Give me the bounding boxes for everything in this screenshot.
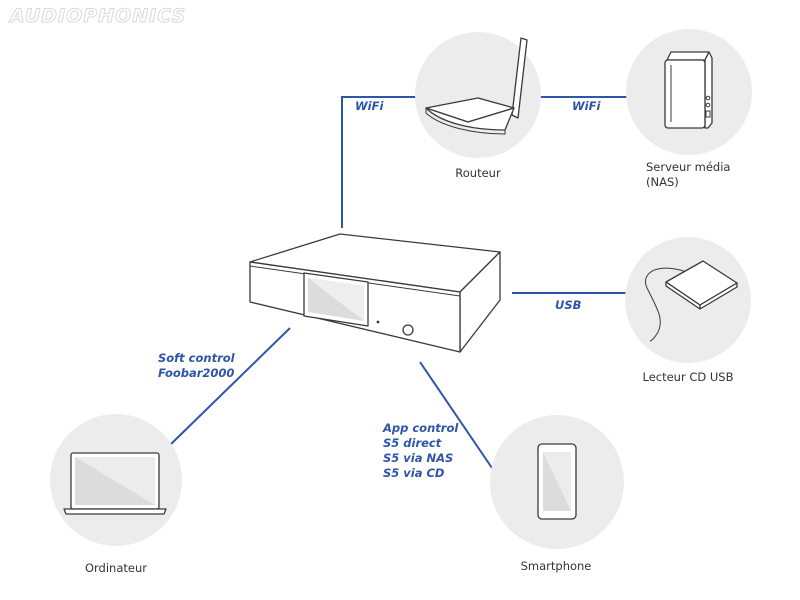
computer-node: Ordinateur [50, 414, 182, 575]
soft-control-line-2: Foobar2000 [158, 366, 234, 380]
cd-node: Lecteur CD USB [625, 237, 751, 384]
wifi-label-left: WiFi [355, 99, 384, 113]
brand-watermark: AUDIOPHONICS [8, 5, 186, 27]
streamer-device [249, 233, 501, 353]
app-control-line-3: S5 via NAS [383, 451, 453, 465]
router-icon [425, 37, 528, 135]
router-halo [415, 32, 541, 158]
smartphone-label: Smartphone [521, 559, 592, 573]
wifi-label-right: WiFi [572, 99, 601, 113]
router-label: Routeur [455, 166, 501, 180]
nas-node: Serveur média (NAS) [626, 29, 752, 189]
router-node: Routeur [415, 32, 541, 180]
nas-label-line-2: (NAS) [646, 175, 679, 189]
connections [169, 96, 628, 469]
computer-label: Ordinateur [85, 561, 147, 575]
power-led-icon [376, 320, 380, 324]
soft-control-label: Soft control Foobar2000 [158, 351, 239, 380]
app-control-label: App control S5 direct S5 via NAS S5 via … [382, 421, 462, 480]
app-control-line-2: S5 direct [383, 436, 442, 450]
laptop-icon [63, 452, 167, 515]
app-control-link [419, 361, 493, 469]
volume-knob-icon [402, 324, 414, 336]
cd-label: Lecteur CD USB [642, 370, 733, 384]
streamer-screen [303, 272, 369, 327]
app-control-line-4: S5 via CD [383, 466, 445, 480]
soft-control-line-1: Soft control [158, 351, 236, 365]
soft-control-link [169, 327, 291, 446]
nas-icon [664, 51, 713, 129]
smartphone-icon [537, 443, 577, 520]
cd-drive-icon [645, 260, 738, 342]
app-control-line-1: App control [382, 421, 459, 435]
wifi-link-router [341, 96, 425, 228]
nas-label-line-1: Serveur média [646, 160, 730, 174]
smartphone-node: Smartphone [490, 415, 624, 573]
usb-label: USB [555, 298, 582, 312]
